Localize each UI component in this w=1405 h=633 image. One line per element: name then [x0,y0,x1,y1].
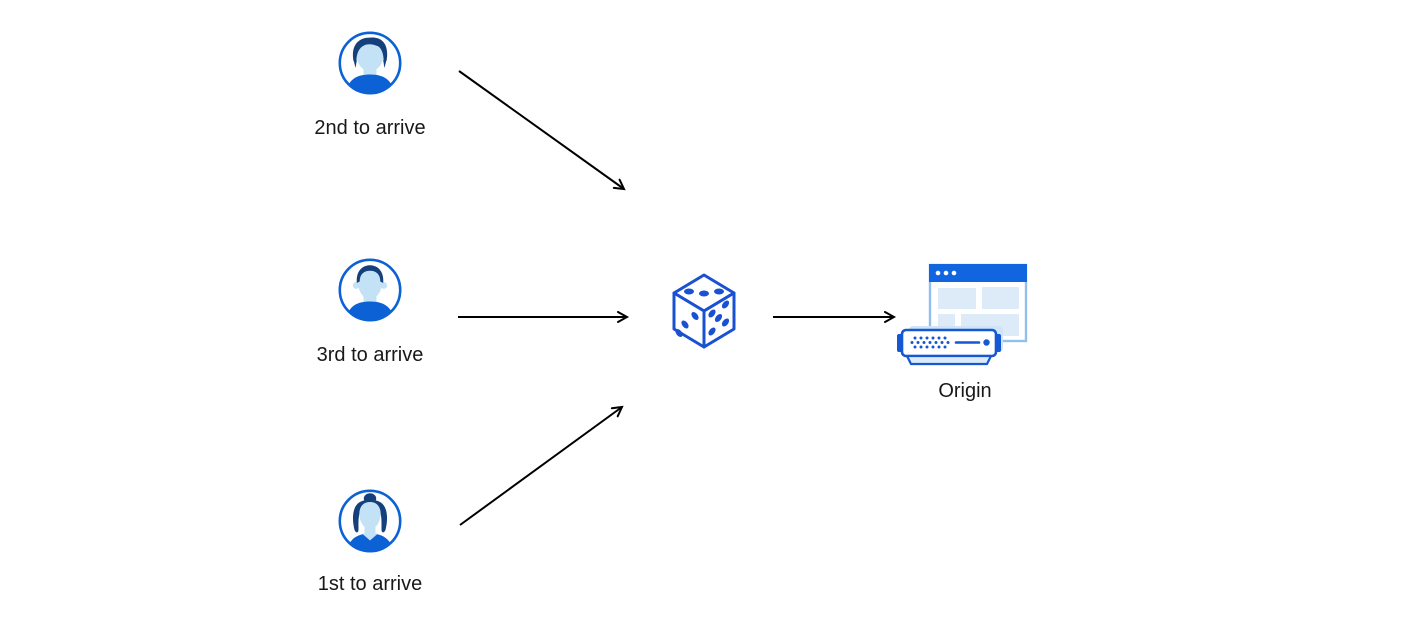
avatar-chest [362,533,378,541]
avatar-face [359,502,381,529]
avatar-hair [352,37,388,61]
client-node-1st: 1st to arrive [318,488,422,595]
client-node-2nd: 2nd to arrive [314,30,426,139]
client-node-3rd: 3rd to arrive [317,257,423,366]
avatar-sideburn-left [353,60,357,68]
client-label-2nd: 2nd to arrive [314,117,426,139]
origin-node: Origin [893,254,1029,402]
origin-server-icon [897,263,1028,366]
client-label-1st: 1st to arrive [317,573,423,595]
dice-pips [675,288,730,338]
avatar-sideburn-right [383,60,387,68]
server-base [905,354,993,366]
browser-content-blocks [938,287,1019,336]
server-vent-dots [910,336,950,349]
server-indicator-dot [983,339,990,346]
dice-icon [672,273,736,349]
arrow-client1st-to-dice [459,405,624,526]
client-label-3rd: 3rd to arrive [316,344,424,366]
avatar-ear-left [352,282,360,289]
browser-window-dots [935,270,957,276]
user-male-avatar-icon [338,31,402,95]
user-female-avatar-icon [338,489,402,553]
origin-label: Origin [938,380,992,402]
avatar-face [358,268,382,299]
arrow-client2nd-to-dice [458,70,626,191]
browser-titlebar [929,264,1027,282]
avatar-face [356,40,384,71]
avatar-ear-right [380,282,388,289]
avatar-hair [356,265,384,283]
user-male-avatar-icon [338,258,402,322]
